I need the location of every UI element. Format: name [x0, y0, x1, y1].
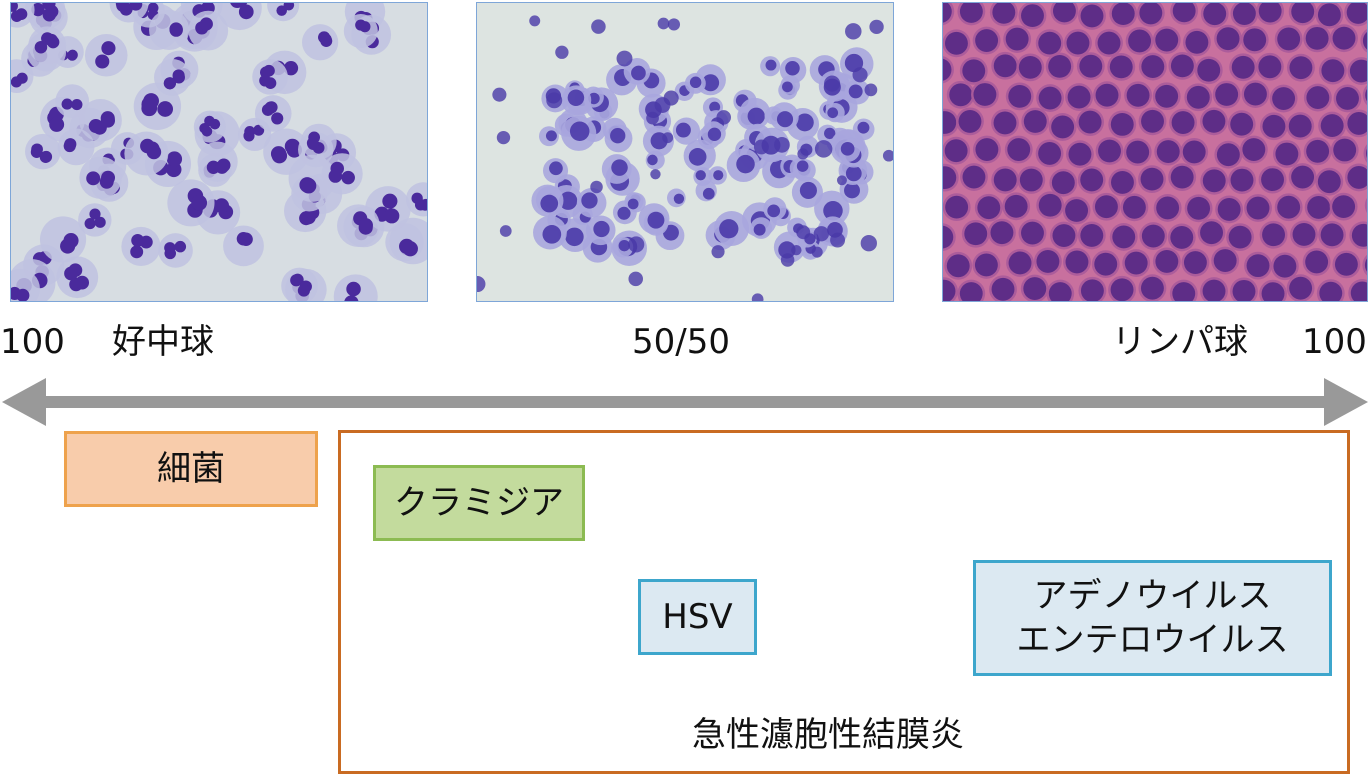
- conjunctivitis-group-box: [338, 430, 1350, 774]
- arrow-head-left: [2, 378, 46, 426]
- hsv-box: HSV: [638, 579, 757, 655]
- adenovirus-label: アデノウイルス: [1033, 576, 1272, 616]
- hsv-label: HSV: [662, 597, 733, 637]
- neutrophil-micrograph: [10, 2, 428, 302]
- lymphocyte-micrograph: [942, 2, 1368, 302]
- arrow-shaft: [40, 396, 1330, 408]
- left-scale-value: 100: [0, 322, 65, 362]
- conjunctivitis-label: 急性濾胞性結膜炎: [692, 715, 964, 755]
- virus-box: アデノウイルス エンテロウイルス: [973, 560, 1332, 676]
- neutrophil-cells-drawing: [11, 3, 427, 301]
- midpoint-label: 50/50: [632, 322, 730, 362]
- chlamydia-box: クラミジア: [373, 465, 585, 541]
- enterovirus-label: エンテロウイルス: [1016, 620, 1289, 660]
- lymphocyte-label: リンパ球: [1112, 322, 1248, 362]
- arrow-head-right: [1324, 378, 1368, 426]
- lymphocyte-cells-drawing: [943, 3, 1367, 301]
- mixed-cell-micrograph: [476, 2, 894, 302]
- neutrophil-label: 好中球: [112, 322, 214, 362]
- right-scale-value: 100: [1302, 322, 1367, 362]
- double-headed-arrow: [2, 378, 1368, 426]
- mixed-cells-drawing: [477, 15, 893, 301]
- chlamydia-label: クラミジア: [394, 483, 564, 523]
- bacteria-box: 細菌: [64, 431, 318, 507]
- bacteria-label: 細菌: [157, 449, 225, 489]
